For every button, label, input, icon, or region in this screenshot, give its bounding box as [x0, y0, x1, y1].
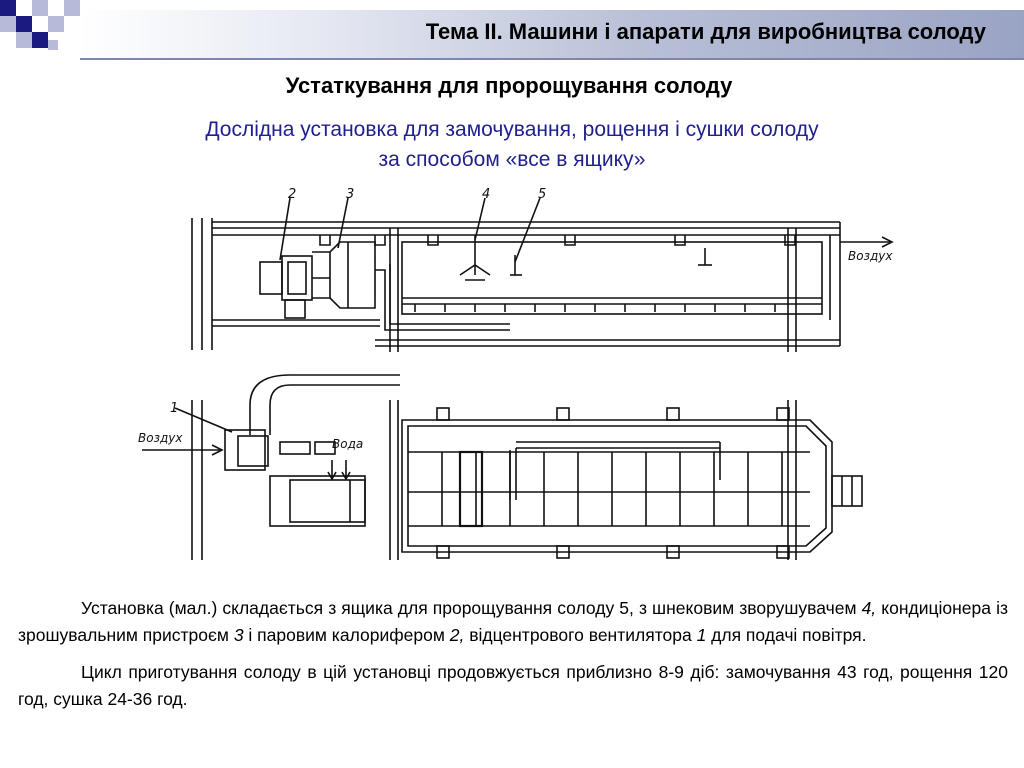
slide-title: Тема II. Машини і апарати для виробництв… [425, 19, 986, 44]
p1-text-c: і паровим калорифером [243, 625, 450, 645]
subheading-line-1: Дослідна установка для замочування, роще… [205, 118, 819, 141]
subheading-line-2: за способом «все в ящику» [378, 148, 646, 171]
p1-text-d: відцентрового вентилятора [464, 625, 697, 645]
p1-ref-3: 3 [233, 625, 244, 645]
p1-text-b: кондиціонера із зрошувальним пристроєм [18, 598, 1008, 645]
callout-2: 2 [288, 187, 296, 202]
p1-text-a: Установка (мал.) складається з ящика для… [81, 598, 862, 618]
corner-decoration [0, 0, 80, 60]
description-text: Установка (мал.) складається з ящика для… [18, 595, 1008, 723]
title-rule [80, 58, 1024, 60]
title-bar [80, 10, 1024, 60]
paragraph-1: Установка (мал.) складається з ящика для… [18, 595, 1008, 649]
subheading: Дослідна установка для замочування, роще… [0, 115, 1024, 175]
air-inlet-label: Воздух [138, 431, 183, 445]
section-heading: Устаткування для пророщування солоду [0, 73, 1024, 99]
water-label: Вода [332, 437, 363, 451]
air-outlet-label: Воздух [848, 249, 893, 263]
p1-ref-4: 4, [861, 598, 877, 618]
callout-5: 5 [538, 187, 546, 202]
p1-ref-2: 2, [449, 625, 465, 645]
callout-1: 1 [170, 401, 178, 416]
p1-text-e: для подачі повітря. [706, 625, 867, 645]
installation-drawing: 2 3 4 5 1 Воздух Воздух Вода [138, 187, 894, 560]
section-heading-text: Устаткування для пророщування солоду [285, 73, 733, 98]
callout-3: 3 [346, 187, 354, 202]
p1-ref-1: 1 [696, 625, 707, 645]
paragraph-2: Цикл приготування солоду в цій установці… [18, 662, 1008, 709]
callout-4: 4 [482, 187, 490, 202]
